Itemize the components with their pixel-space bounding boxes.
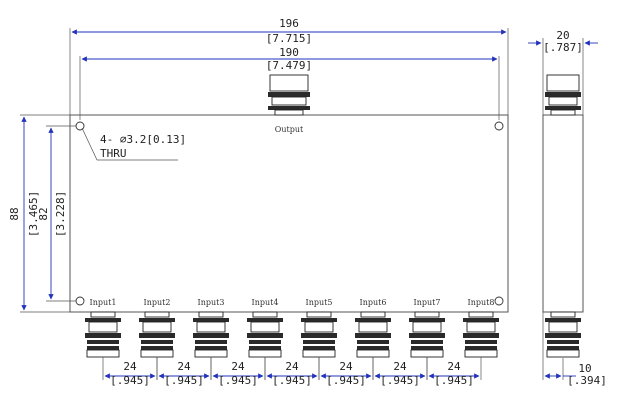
- hole-spacing-height-mm: 82: [37, 207, 50, 220]
- pitch-mm: 24: [339, 360, 353, 373]
- pitch-dimension: 24[.945]: [102, 357, 158, 387]
- overall-width-inch: [7.715]: [266, 32, 312, 45]
- input-connector: [85, 311, 121, 358]
- input-label: Input4: [252, 298, 279, 307]
- pitch-mm: 24: [123, 360, 137, 373]
- input-label: Input1: [90, 298, 117, 307]
- overall-height-inch: [3.465]: [27, 191, 40, 237]
- pitch-inch: [.945]: [110, 374, 150, 387]
- hole-spacing-width-inch: [7.479]: [266, 59, 312, 72]
- pitch-inch: [.945]: [380, 374, 420, 387]
- pitch-mm: 24: [393, 360, 407, 373]
- pitch-dimension: 24[.945]: [318, 357, 374, 387]
- dim-connector-offset: 10 [.394]: [542, 312, 607, 387]
- input-connector: [139, 311, 175, 358]
- input-connector: [301, 311, 337, 358]
- mounting-hole-bottom-right: [494, 296, 504, 306]
- output-connector: [268, 74, 310, 116]
- dim-depth: 20 [.787]: [528, 29, 598, 115]
- pitch-dimension: 24[.945]: [264, 357, 320, 387]
- pitch-inch: [.945]: [218, 374, 258, 387]
- input-label: Input5: [306, 298, 333, 307]
- dim-overall-width: 196 [7.715]: [69, 17, 509, 115]
- pitch-inch: [.945]: [272, 374, 312, 387]
- mounting-hole-top-right: [494, 121, 504, 131]
- pitch-inch: [.945]: [434, 374, 474, 387]
- side-top-connector: [545, 74, 581, 116]
- input-ports: Input1 Input2 Input3 Input4 Input5 Input6 Inpu…: [85, 298, 499, 358]
- enclosure-body: [69, 114, 509, 313]
- hole-callout: 4- ⌀3.2[0.13] THRU: [81, 127, 186, 161]
- depth-mm: 20: [556, 29, 569, 42]
- input-label: Input8: [468, 298, 495, 307]
- dim-overall-height: 88 [3.465]: [8, 114, 70, 313]
- overall-width-mm: 196: [279, 17, 299, 30]
- pitch-dimension: 24[.945]: [372, 357, 428, 387]
- input-label: Input6: [360, 298, 387, 307]
- mounting-hole-bottom-left: [75, 296, 85, 306]
- pitch-dimension: 24[.945]: [156, 357, 212, 387]
- input-label: Input3: [198, 298, 225, 307]
- pitch-dimension: 24[.945]: [210, 357, 266, 387]
- input-connector: [409, 311, 445, 358]
- pitch-dimension: 24[.945]: [426, 357, 482, 387]
- input-label: Input2: [144, 298, 171, 307]
- port-pitch-dimensions: 24[.945]24[.945]24[.945]24[.945]24[.945]…: [102, 357, 482, 387]
- hole-note-line1: 4- ⌀3.2[0.13]: [100, 133, 186, 146]
- pitch-mm: 24: [447, 360, 461, 373]
- output-label: Output: [275, 125, 304, 134]
- pitch-mm: 24: [231, 360, 245, 373]
- pitch-inch: [.945]: [326, 374, 366, 387]
- pitch-inch: [.945]: [164, 374, 204, 387]
- hole-note-line2: THRU: [100, 147, 127, 160]
- input-connector: [355, 311, 391, 358]
- side-body: [542, 114, 584, 313]
- dim-hole-spacing-width: 190 [7.479]: [79, 46, 500, 120]
- pitch-mm: 24: [177, 360, 191, 373]
- pitch-mm: 24: [285, 360, 299, 373]
- overall-height-mm: 88: [8, 207, 21, 220]
- input-connector: [463, 311, 499, 358]
- depth-inch: [.787]: [543, 41, 583, 54]
- hole-spacing-width-mm: 190: [279, 46, 299, 59]
- mounting-hole-top-left: [75, 121, 85, 131]
- hole-spacing-height-inch: [3.228]: [54, 191, 67, 237]
- input-label: Input7: [414, 298, 441, 307]
- dim-hole-spacing-height: 82 [3.228]: [37, 125, 76, 302]
- offset-mm: 10: [578, 362, 591, 375]
- input-connector: [193, 311, 229, 358]
- input-connector: [247, 311, 283, 358]
- offset-inch: [.394]: [567, 374, 607, 387]
- side-bottom-connector: [545, 311, 581, 358]
- side-view: 20 [.787] 10 [.394]: [528, 29, 607, 387]
